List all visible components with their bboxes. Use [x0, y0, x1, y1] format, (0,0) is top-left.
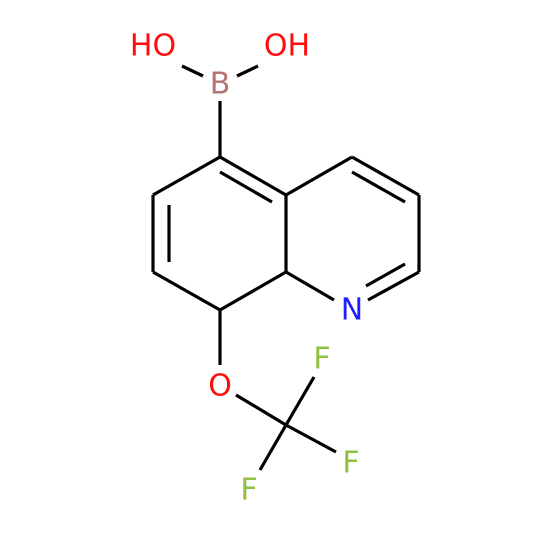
atom-fluorine-bottom: F [240, 473, 257, 508]
bond-c2-n1 [367, 270, 420, 302]
atom-nitrogen: N [341, 293, 363, 328]
bond-n1-c8a [285, 270, 335, 302]
atom-boron: B [210, 67, 231, 102]
bond-cf3-f-top [284, 376, 316, 426]
bond-o-cf3 [235, 393, 287, 427]
bond-c8-c8a [219, 270, 287, 312]
bond-ho-b [181, 64, 204, 78]
atom-ho-left: HO [130, 29, 176, 64]
bond-c4a-c5 [219, 155, 287, 197]
atom-fluorine-top: F [313, 342, 330, 377]
bond-cf3-f-bottom [258, 424, 288, 471]
bond-c4a-c4 [285, 155, 353, 197]
bond-c4-c3 [351, 155, 420, 197]
bond-b-oh [236, 64, 259, 78]
bonds [151, 64, 421, 471]
bond-c5-c6 [152, 155, 221, 197]
atom-fluorine-right: F [342, 446, 359, 481]
bond-c7-c8 [152, 270, 221, 312]
bond-c2-n1-inner [365, 262, 406, 288]
bond-c4a-c5-inner [219, 170, 273, 204]
atom-oh-right: OH [264, 29, 310, 64]
bond-c4-c3-inner [351, 170, 406, 204]
atom-ether-oxygen: O [208, 369, 232, 404]
atom-labels: HO OH B N O F F F [130, 29, 363, 508]
bond-cf3-f-right [285, 423, 337, 454]
